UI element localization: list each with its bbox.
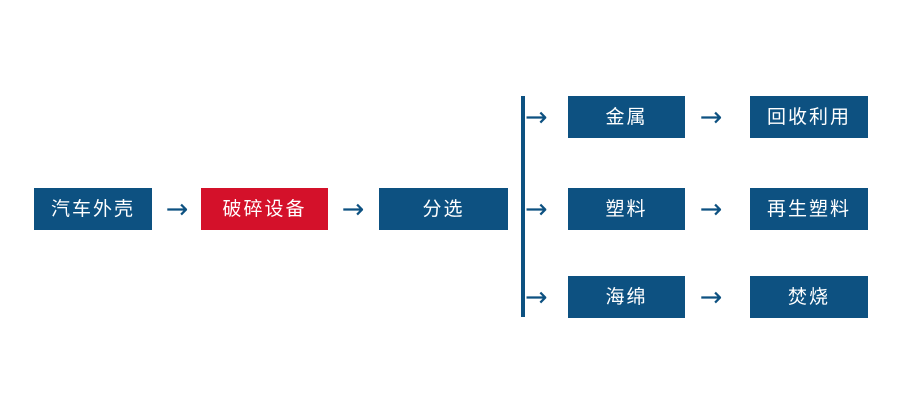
- arrow-split-to-plastic: →: [525, 188, 565, 230]
- node-sorting-label: 分选: [422, 197, 465, 220]
- node-plastic-label: 塑料: [605, 197, 648, 220]
- node-shredder[interactable]: 破碎设备: [201, 188, 328, 230]
- node-regenerated-plastic[interactable]: 再生塑料: [750, 188, 868, 230]
- arrow-shredder-to-sorting: →: [334, 188, 372, 230]
- node-shredder-label: 破碎设备: [222, 197, 307, 220]
- node-source[interactable]: 汽车外壳: [34, 188, 152, 230]
- node-metal-label: 金属: [605, 105, 648, 128]
- node-plastic[interactable]: 塑料: [568, 188, 685, 230]
- arrow-right-icon: →: [165, 193, 189, 225]
- node-sorting[interactable]: 分选: [379, 188, 508, 230]
- arrow-right-icon: →: [341, 193, 365, 225]
- node-regenerated-plastic-label: 再生塑料: [766, 197, 851, 220]
- arrow-right-icon: →: [525, 281, 548, 313]
- arrow-plastic-to-regenerated: →: [692, 188, 730, 230]
- arrow-sponge-to-incineration: →: [692, 276, 730, 318]
- arrow-metal-to-recycle: →: [692, 96, 730, 138]
- arrow-split-to-sponge: →: [525, 276, 565, 318]
- node-incineration[interactable]: 焚烧: [750, 276, 868, 318]
- node-sponge-label: 海绵: [605, 285, 648, 308]
- node-recycle-reuse-label: 回收利用: [766, 105, 851, 128]
- arrow-right-icon: →: [699, 281, 723, 313]
- arrow-right-icon: →: [699, 101, 723, 133]
- node-metal[interactable]: 金属: [568, 96, 685, 138]
- node-incineration-label: 焚烧: [787, 285, 830, 308]
- node-recycle-reuse[interactable]: 回收利用: [750, 96, 868, 138]
- arrow-right-icon: →: [525, 193, 548, 225]
- node-source-label: 汽车外壳: [50, 197, 135, 220]
- branch-split-bar: [521, 96, 525, 317]
- arrow-source-to-shredder: →: [158, 188, 196, 230]
- arrow-right-icon: →: [699, 193, 723, 225]
- arrow-split-to-metal: →: [525, 96, 565, 138]
- node-sponge[interactable]: 海绵: [568, 276, 685, 318]
- arrow-right-icon: →: [525, 101, 548, 133]
